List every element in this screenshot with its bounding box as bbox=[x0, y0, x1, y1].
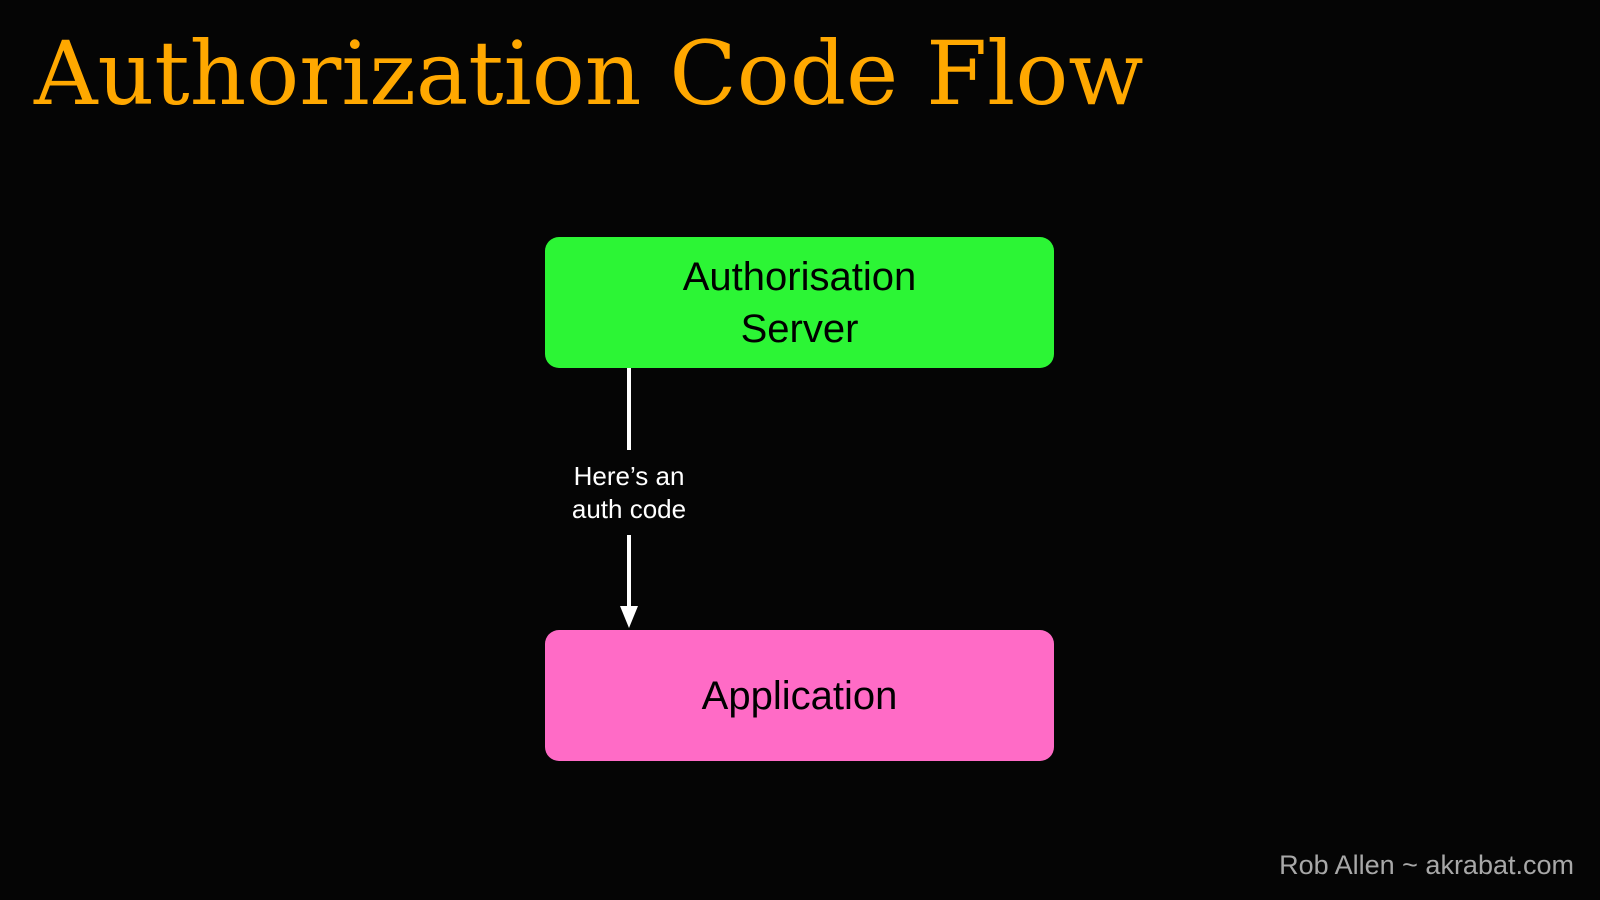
footer-credit: Rob Allen ~ akrabat.com bbox=[1279, 850, 1574, 880]
application-label: Application bbox=[701, 673, 898, 718]
arrow-head-icon bbox=[620, 606, 638, 628]
slide-title: Authorization Code Flow bbox=[34, 22, 1144, 125]
arrow-line-upper bbox=[627, 368, 631, 450]
server-label-line1: Authorisation bbox=[682, 254, 917, 299]
authorisation-server-box: Authorisation Server bbox=[545, 237, 1054, 368]
edge-label-line2: auth code bbox=[571, 494, 687, 524]
server-label-line2: Server bbox=[740, 306, 859, 351]
edge-label: Here’s an auth code bbox=[529, 460, 729, 526]
arrow-line-lower bbox=[627, 535, 631, 610]
edge-label-line1: Here’s an bbox=[573, 461, 685, 491]
application-box: Application bbox=[545, 630, 1054, 761]
